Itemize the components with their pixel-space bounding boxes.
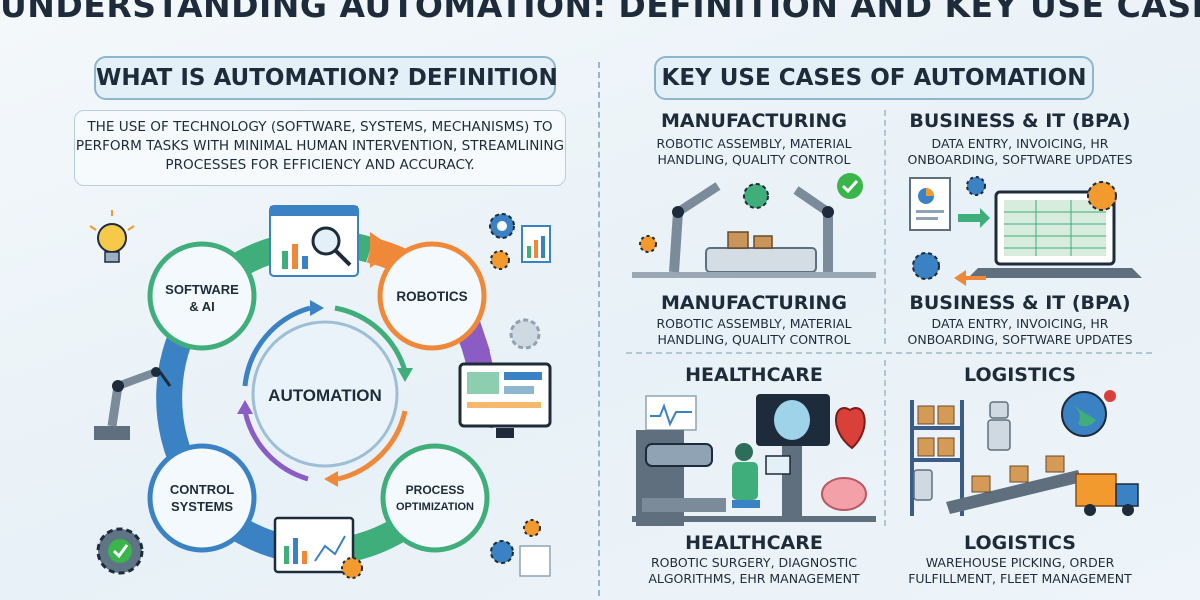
inner-arrow-1	[310, 300, 324, 316]
inner-arrow-2	[397, 368, 413, 382]
panel-divider	[598, 62, 600, 596]
automation-cycle-diagram: AUTOMATION SOFTWARE & AI ROBOTICS PROCES…	[89, 205, 552, 579]
use-case-desc-logistics: WAREHOUSE PICKING, ORDER FULFILLMENT, FL…	[908, 555, 1132, 586]
use-case-title-logistics: LOGISTICS	[964, 364, 1076, 386]
gear-icon	[489, 213, 551, 270]
grid-divider-vertical-bottom	[884, 360, 886, 526]
logistics-illustration	[910, 390, 1139, 516]
use-case-title-business-it: BUSINESS & IT (BPA)	[909, 110, 1131, 132]
grid-divider-horizontal	[626, 352, 1152, 354]
magnifier-chart-icon	[269, 205, 359, 277]
laptop-spreadsheet-icon	[968, 190, 1142, 278]
node-control-line2: SYSTEMS	[171, 499, 233, 514]
node-software-ai-line2: & AI	[189, 299, 215, 314]
truck-icon	[1075, 473, 1139, 516]
ring-arrow-top	[370, 232, 396, 268]
definition-header: WHAT IS AUTOMATION? DEFINITION	[94, 56, 558, 100]
use-case-desc-manufacturing-2: ROBOTIC ASSEMBLY, MATERIAL HANDLING, QUA…	[656, 316, 852, 347]
node-process-line2: OPTIMIZATION	[396, 501, 474, 513]
node-robotics-line1: ROBOTICS	[396, 289, 467, 304]
robot-arm-icon	[94, 367, 172, 440]
dashboard-monitor-icon	[273, 516, 363, 579]
definition-text: THE USE OF TECHNOLOGY (SOFTWARE, SYSTEMS…	[74, 110, 566, 186]
use-case-title-business-it-2: BUSINESS & IT (BPA)	[909, 292, 1131, 314]
node-robotics	[377, 241, 487, 351]
lightbulb-icon	[89, 210, 135, 263]
node-control-line1: CONTROL	[170, 482, 234, 497]
gear-icon-small	[509, 318, 541, 350]
center-circle	[251, 320, 399, 468]
use-case-title-manufacturing: MANUFACTURING	[661, 110, 847, 132]
node-software-ai	[147, 241, 257, 351]
inner-arc-4	[242, 410, 309, 482]
ring-arrow-right	[462, 321, 490, 351]
use-case-title-healthcare: HEALTHCARE	[685, 364, 823, 386]
gear-icon	[743, 183, 769, 209]
page-title: UNDERSTANDING AUTOMATION: DEFINITION AND…	[0, 0, 1200, 25]
node-control-systems	[147, 443, 257, 553]
use-case-title-healthcare-2: HEALTHCARE	[685, 532, 823, 554]
inner-arc-2	[334, 305, 408, 372]
monitor-icon	[458, 362, 552, 438]
manufacturing-illustration	[632, 173, 876, 278]
gear-icon	[1087, 181, 1117, 211]
gear-icon-cluster	[490, 519, 551, 577]
gear-icon	[966, 176, 986, 196]
heart-icon	[835, 407, 866, 450]
inner-arc-3	[337, 410, 408, 482]
use-case-title-logistics-2: LOGISTICS	[964, 532, 1076, 554]
check-gear-icon	[96, 527, 144, 575]
use-case-desc-business-it: DATA ENTRY, INVOICING, HR ONBOARDING, SO…	[907, 136, 1133, 167]
brain-icon	[821, 477, 867, 511]
business-it-illustration	[909, 176, 1142, 286]
use-case-desc-healthcare: ROBOTIC SURGERY, DIAGNOSTIC ALGORITHMS, …	[648, 555, 860, 586]
grid-divider-vertical-top	[884, 110, 886, 344]
node-process-line1: PROCESS	[406, 483, 465, 497]
use-case-desc-business-it-2: DATA ENTRY, INVOICING, HR ONBOARDING, SO…	[907, 316, 1133, 347]
check-icon	[837, 173, 863, 199]
use-case-title-manufacturing-2: MANUFACTURING	[661, 292, 847, 314]
use-case-desc-manufacturing: ROBOTIC ASSEMBLY, MATERIAL HANDLING, QUA…	[656, 136, 852, 167]
inner-arrow-3	[324, 471, 338, 487]
inner-arrow-4	[237, 400, 253, 414]
node-process-optimization	[380, 443, 490, 553]
use-cases-header: KEY USE CASES OF AUTOMATION	[654, 56, 1094, 100]
inner-arc-1	[242, 305, 311, 387]
center-label: AUTOMATION	[268, 386, 382, 405]
node-software-ai-line1: SOFTWARE	[165, 282, 239, 297]
gear-icon	[912, 252, 940, 280]
healthcare-illustration	[632, 394, 876, 526]
